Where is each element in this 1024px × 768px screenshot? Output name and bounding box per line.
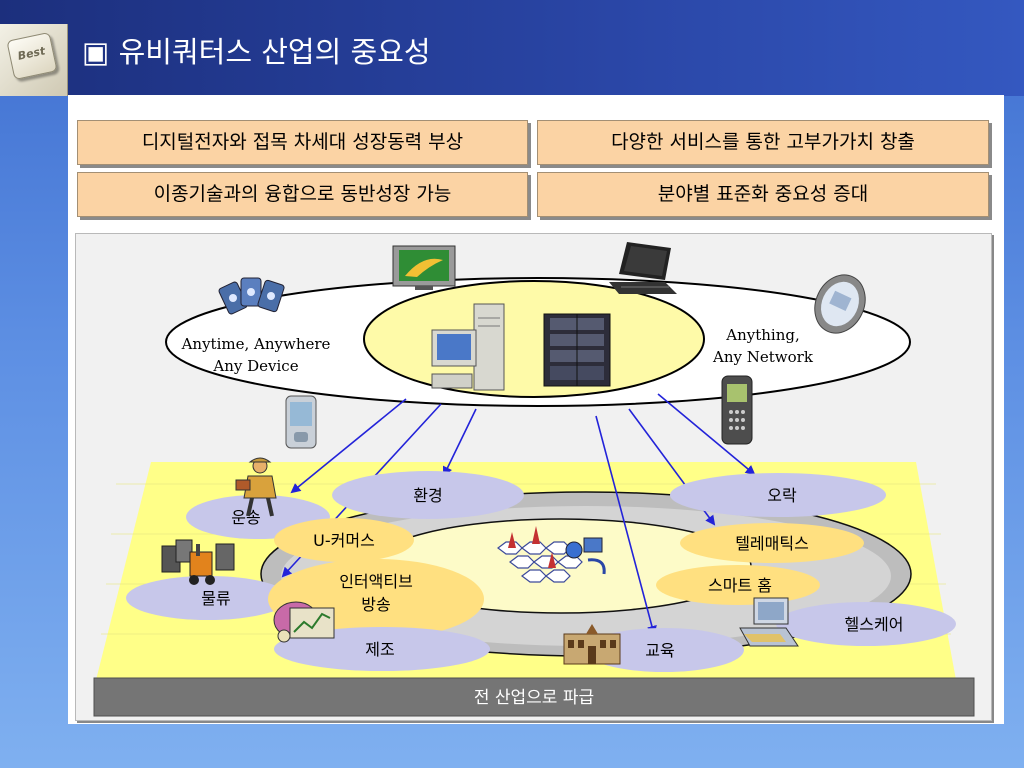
slide-content: 디지털전자와 접목 차세대 성장동력 부상 다양한 서비스를 통한 고부가가치 … bbox=[68, 95, 1004, 724]
bubble-telematics: 텔레매틱스 bbox=[680, 523, 864, 563]
diagram-canvas: Anytime, Anywhere Any Device Anything, A… bbox=[93, 242, 975, 717]
factory-robot-icon bbox=[273, 601, 335, 643]
worker-icon bbox=[235, 457, 277, 517]
logo-text: Best bbox=[16, 44, 47, 63]
page-title: ▣ 유비쿼터스 산업의 중요성 bbox=[82, 35, 431, 69]
network-cell-icon bbox=[497, 526, 606, 583]
forklift-icon bbox=[161, 539, 235, 585]
label-healthcare: 헬스케어 bbox=[845, 615, 904, 634]
right-label-line1: Anything, bbox=[725, 326, 799, 344]
school-building-icon bbox=[563, 624, 621, 665]
point-box-4: 분야별 표준화 중요성 증대 bbox=[537, 172, 989, 217]
pda-cards-icon bbox=[218, 277, 285, 315]
label-transport: 운송 bbox=[231, 508, 260, 527]
best-key-icon: Best bbox=[6, 31, 58, 81]
left-label-line2: Any Device bbox=[212, 357, 298, 375]
bubble-entertainment: 오락 bbox=[670, 473, 886, 517]
label-interactive: 인터액티브 bbox=[339, 572, 413, 591]
point-box-1: 디지털전자와 접목 차세대 성장동력 부상 bbox=[77, 120, 528, 165]
best-key-logo: Best bbox=[0, 24, 68, 96]
label-telematics: 텔레매틱스 bbox=[735, 534, 809, 553]
label-broadcast: 방송 bbox=[361, 595, 390, 614]
label-logistics: 물류 bbox=[201, 589, 230, 608]
point-box-2: 다양한 서비스를 통한 고부가가치 창출 bbox=[537, 120, 989, 165]
bubble-education: 교육 bbox=[584, 628, 744, 672]
bubble-environment: 환경 bbox=[332, 471, 524, 519]
right-label-line2: Any Network bbox=[712, 348, 814, 366]
label-environment: 환경 bbox=[413, 486, 442, 505]
left-label-line1: Anytime, Anywhere bbox=[181, 335, 331, 353]
medical-device-icon bbox=[739, 597, 799, 647]
mobile-phone-icon bbox=[721, 375, 753, 445]
ubiquitous-diagram: Anytime, Anywhere Any Device Anything, A… bbox=[75, 233, 992, 721]
center-ellipse bbox=[363, 280, 705, 398]
bubble-ucommerce: U-커머스 bbox=[274, 518, 414, 562]
desktop-computer-icon bbox=[431, 303, 505, 391]
label-education: 교육 bbox=[645, 641, 674, 660]
cd-player-icon bbox=[814, 274, 866, 334]
bubble-logistics: 물류 bbox=[126, 576, 290, 620]
label-ucommerce: U-커머스 bbox=[313, 531, 375, 550]
footer-bar bbox=[93, 677, 975, 717]
bubble-healthcare: 헬스케어 bbox=[776, 602, 956, 646]
label-manufacturing: 제조 bbox=[365, 640, 394, 659]
bubble-smart-home: 스마트 홈 bbox=[656, 565, 820, 605]
pda-icon bbox=[285, 395, 317, 449]
tv-monitor-icon bbox=[392, 245, 456, 290]
label-smart-home: 스마트 홈 bbox=[708, 576, 772, 595]
footer-label: 전 산업으로 파급 bbox=[474, 688, 594, 708]
point-box-3: 이종기술과의 융합으로 동반성장 가능 bbox=[77, 172, 528, 217]
label-entertainment: 오락 bbox=[767, 486, 797, 505]
server-icon bbox=[543, 313, 611, 387]
title-bar: Best ▣ 유비쿼터스 산업의 중요성 bbox=[0, 0, 1024, 96]
laptop-icon bbox=[609, 242, 677, 294]
